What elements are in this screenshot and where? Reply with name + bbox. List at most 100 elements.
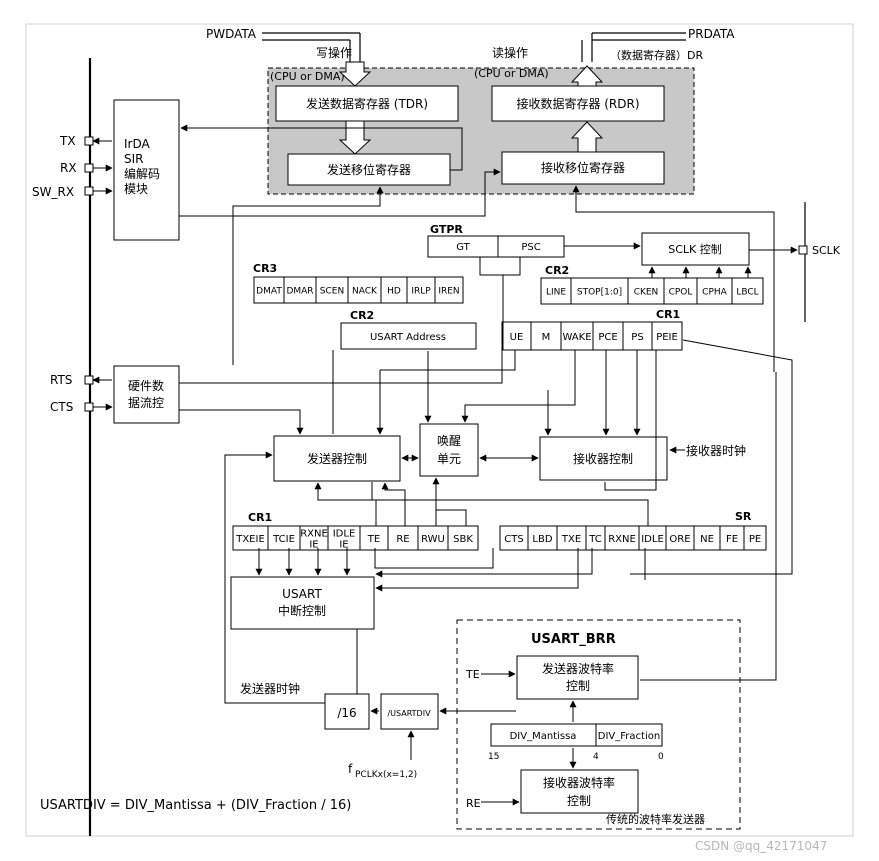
- irq-control-line-1: USART: [282, 587, 322, 601]
- cr2-to-sclk-arrows: [648, 266, 752, 278]
- register-bit-label: CKEN: [634, 287, 659, 297]
- register-bit-label: IE: [339, 539, 348, 550]
- rx-control-label: 接收器控制: [573, 451, 633, 466]
- rx-baud-line-1: 接收器波特率: [543, 775, 615, 790]
- irda-line-2: SIR: [124, 152, 144, 166]
- register-bit-cell: [387, 525, 419, 551]
- brr-footer: 传统的波特率发送器: [606, 812, 705, 826]
- register-bit-label: RWU: [421, 534, 445, 545]
- register-bit-label: LBCL: [736, 287, 758, 297]
- prdata-label: PRDATA: [688, 27, 735, 41]
- cpu-dma-right-label: (CPU or DMA): [474, 67, 549, 80]
- wakeup-line-1: 唤醒: [437, 434, 461, 448]
- write-op-label: 写操作: [316, 45, 352, 60]
- tx-shift-label: 发送移位寄存器: [327, 162, 411, 177]
- cr1-top-title: CR1: [656, 308, 680, 321]
- read-op-label: 读操作: [492, 45, 528, 60]
- register-bit-label: DMAR: [286, 286, 313, 296]
- register-bit-cell: [267, 525, 301, 551]
- tdr-to-shift-arrow: [338, 120, 372, 155]
- rx-shift-box: [501, 151, 665, 185]
- register-bit-cell: [253, 276, 285, 304]
- register-bit-label: CTS: [504, 534, 523, 545]
- fpclk-sub: PCLKx(x=1,2): [355, 770, 417, 780]
- fpclk-main: f: [348, 762, 353, 776]
- register-bit-cell: [638, 525, 667, 551]
- register-bit-cell: [327, 525, 361, 551]
- register-bit-cell: [663, 277, 698, 305]
- tx-control-label: 发送器控制: [307, 451, 367, 466]
- tdr-box: [275, 85, 459, 122]
- flow-control-line-1: 硬件数: [128, 378, 164, 393]
- register-bit-label: RXNE: [300, 528, 328, 539]
- rdr-label: 接收数据寄存器 (RDR): [516, 96, 639, 111]
- flow-control-line-2: 据流控: [128, 396, 164, 410]
- cr2-top-title: CR2: [545, 264, 569, 277]
- usart-address-box: [340, 322, 477, 350]
- register-bit-cell: [556, 525, 587, 551]
- brr-bit0: 0: [658, 752, 664, 762]
- register-bit-label: IDLE: [333, 528, 356, 539]
- tx-baud-box: [516, 655, 639, 700]
- brr-title: USART_BRR: [531, 632, 616, 647]
- irda-line-3: 编解码: [124, 166, 160, 181]
- pin-sclk-label: SCLK: [812, 244, 841, 257]
- dr-label: （数据寄存器）DR: [610, 48, 703, 62]
- register-bit-cell: [434, 276, 464, 304]
- fraction-label: DIV_Fraction: [598, 731, 660, 742]
- register-bit-label: M: [542, 332, 551, 343]
- register-bit-cell: [651, 321, 683, 351]
- pin-tx-label: TX: [59, 134, 76, 148]
- register-bit-label: TCIE: [272, 534, 295, 545]
- fraction-box: [595, 723, 663, 747]
- rdr-box: [491, 85, 665, 122]
- register-bit-label: SCEN: [320, 286, 344, 296]
- register-bit-cell: [359, 525, 389, 551]
- register-bit-label: UE: [510, 332, 524, 343]
- cr1-control-lines: [314, 477, 649, 569]
- register-bit-label: SBK: [453, 534, 473, 545]
- cpu-dma-left-label: (CPU or DMA): [270, 70, 345, 83]
- register-bit-cell: [530, 321, 562, 351]
- pin-rx-label: RX: [60, 161, 77, 175]
- irq-enable-arrows: [255, 339, 793, 592]
- rx-shift-label: 接收移位寄存器: [541, 160, 625, 175]
- register-bit-cell: [693, 525, 721, 551]
- register-bit-label: PEIE: [656, 332, 678, 343]
- wakeup-box: [419, 423, 479, 477]
- irda-line-4: 模块: [124, 182, 148, 196]
- usartdiv-label: /USARTDIV: [387, 709, 431, 718]
- tdr-label: 发送数据寄存器 (TDR): [306, 96, 428, 111]
- register-bit-cell: [417, 525, 449, 551]
- flow-control-box: [113, 365, 180, 424]
- register-bit-label: IRLP: [411, 286, 431, 296]
- irda-line-1: IrDA: [124, 137, 151, 151]
- tx-control-box: [273, 435, 401, 482]
- pin-swrx-label: SW_RX: [32, 185, 74, 199]
- shift-irda-connections: [179, 124, 775, 372]
- register-bit-label: NE: [700, 534, 714, 545]
- gtpr-title: GTPR: [430, 223, 463, 236]
- usartdiv-box: [380, 693, 439, 730]
- tx-baud-line-1: 发送器波特率: [542, 661, 614, 676]
- brr-te-label: TE: [465, 668, 480, 681]
- div16-box: [324, 693, 370, 730]
- register-bit-cell: [527, 525, 558, 551]
- brr-bit15: 15: [488, 752, 499, 762]
- register-bit-label: STOP[1:0]: [577, 287, 622, 297]
- register-bit-label: PCE: [598, 332, 617, 343]
- tx-clock-label: 发送器时钟: [240, 681, 300, 696]
- gtpr-gt-label: GT: [456, 242, 470, 253]
- cr2-addr-title: CR2: [350, 309, 374, 322]
- tx-baud-line-2: 控制: [566, 679, 590, 693]
- register-bit-label: CPOL: [669, 287, 693, 297]
- register-bit-label: ORE: [669, 534, 690, 545]
- cr3-title: CR3: [253, 262, 277, 275]
- control-interconnects: [179, 257, 685, 491]
- register-bit-cell: [501, 321, 532, 351]
- register-bit-cell: [627, 277, 665, 305]
- register-bit-label: WAKE: [562, 332, 591, 343]
